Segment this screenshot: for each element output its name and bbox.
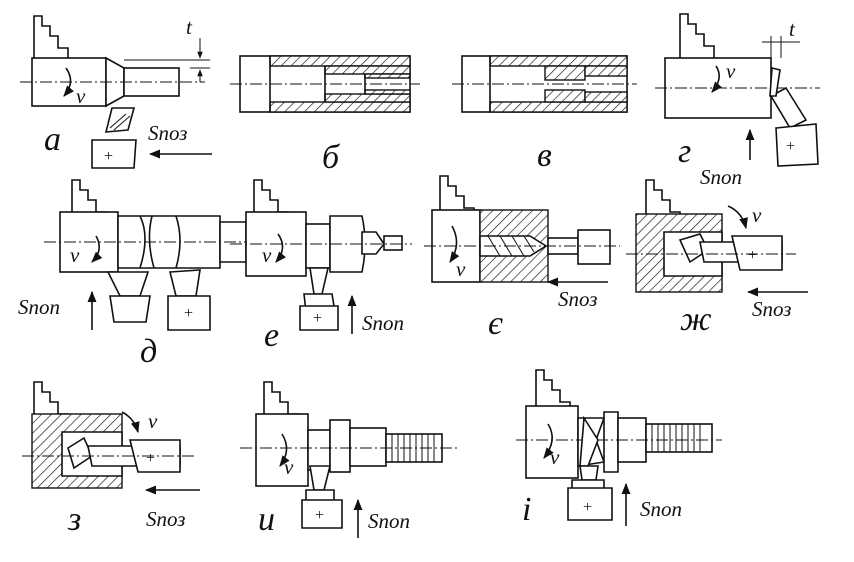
- svg-text:v: v: [726, 59, 736, 83]
- svg-text:+: +: [748, 247, 757, 264]
- svg-text:Sпоп: Sпоп: [18, 295, 60, 319]
- chuck-icon: [33, 15, 69, 63]
- panel-zh: + v Sпоз ж: [626, 179, 808, 338]
- svg-text:+: +: [184, 305, 193, 322]
- panel-i: v + і Sпоп: [516, 369, 722, 528]
- panel-e: v + е Sпоп: [230, 179, 412, 354]
- svg-text:+: +: [583, 499, 592, 516]
- panel-v: в: [452, 55, 637, 174]
- svg-text:v: v: [456, 257, 466, 281]
- speed-symbol: v: [76, 84, 86, 108]
- label-a: a: [44, 121, 61, 158]
- svg-text:v: v: [752, 203, 762, 227]
- label-i: і: [522, 491, 531, 528]
- svg-text:+: +: [313, 310, 322, 327]
- label-g: г: [678, 133, 691, 170]
- label-v: в: [537, 137, 552, 174]
- depth-symbol: t: [186, 15, 193, 39]
- label-y: и: [258, 501, 275, 538]
- label-e: е: [264, 317, 279, 354]
- svg-text:+: +: [104, 148, 113, 165]
- panel-y: v + и Sпоп: [240, 381, 458, 538]
- label-ye: є: [488, 305, 503, 342]
- svg-text:Sпоз: Sпоз: [752, 297, 791, 321]
- svg-text:+: +: [786, 138, 795, 155]
- svg-text:Sпоп: Sпоп: [368, 509, 410, 533]
- panel-b: б: [230, 55, 420, 176]
- svg-text:Sпоз: Sпоз: [146, 507, 185, 531]
- label-zh: ж: [680, 301, 712, 338]
- panel-a: t v + a Sпоз: [20, 15, 212, 169]
- tool-holder: [91, 139, 137, 169]
- svg-text:Sпоп: Sпоп: [362, 311, 404, 335]
- label-d: д: [140, 333, 157, 370]
- svg-text:v: v: [284, 455, 294, 479]
- feed-label: Sпоз: [148, 121, 187, 145]
- svg-text:t: t: [789, 17, 796, 41]
- svg-text:Sпоп: Sпоп: [640, 497, 682, 521]
- svg-text:v: v: [70, 243, 80, 267]
- chuck-icon: [679, 13, 715, 61]
- svg-text:+: +: [146, 450, 155, 467]
- panel-ye: v Sпоз є: [424, 175, 620, 342]
- panel-d: v + д Sпоп: [18, 179, 250, 370]
- svg-text:Sпоз: Sпоз: [558, 287, 597, 311]
- svg-text:v: v: [262, 243, 272, 267]
- panel-g: v t + г Sпоп: [655, 13, 820, 189]
- cutting-tool: [104, 107, 136, 133]
- svg-text:+: +: [315, 507, 324, 524]
- svg-text:Sпоп: Sпоп: [700, 165, 742, 189]
- label-b: б: [322, 139, 341, 176]
- svg-text:v: v: [550, 445, 560, 469]
- svg-text:v: v: [148, 409, 158, 433]
- panel-z: + v Sпоз з: [22, 381, 200, 538]
- label-z: з: [67, 501, 81, 538]
